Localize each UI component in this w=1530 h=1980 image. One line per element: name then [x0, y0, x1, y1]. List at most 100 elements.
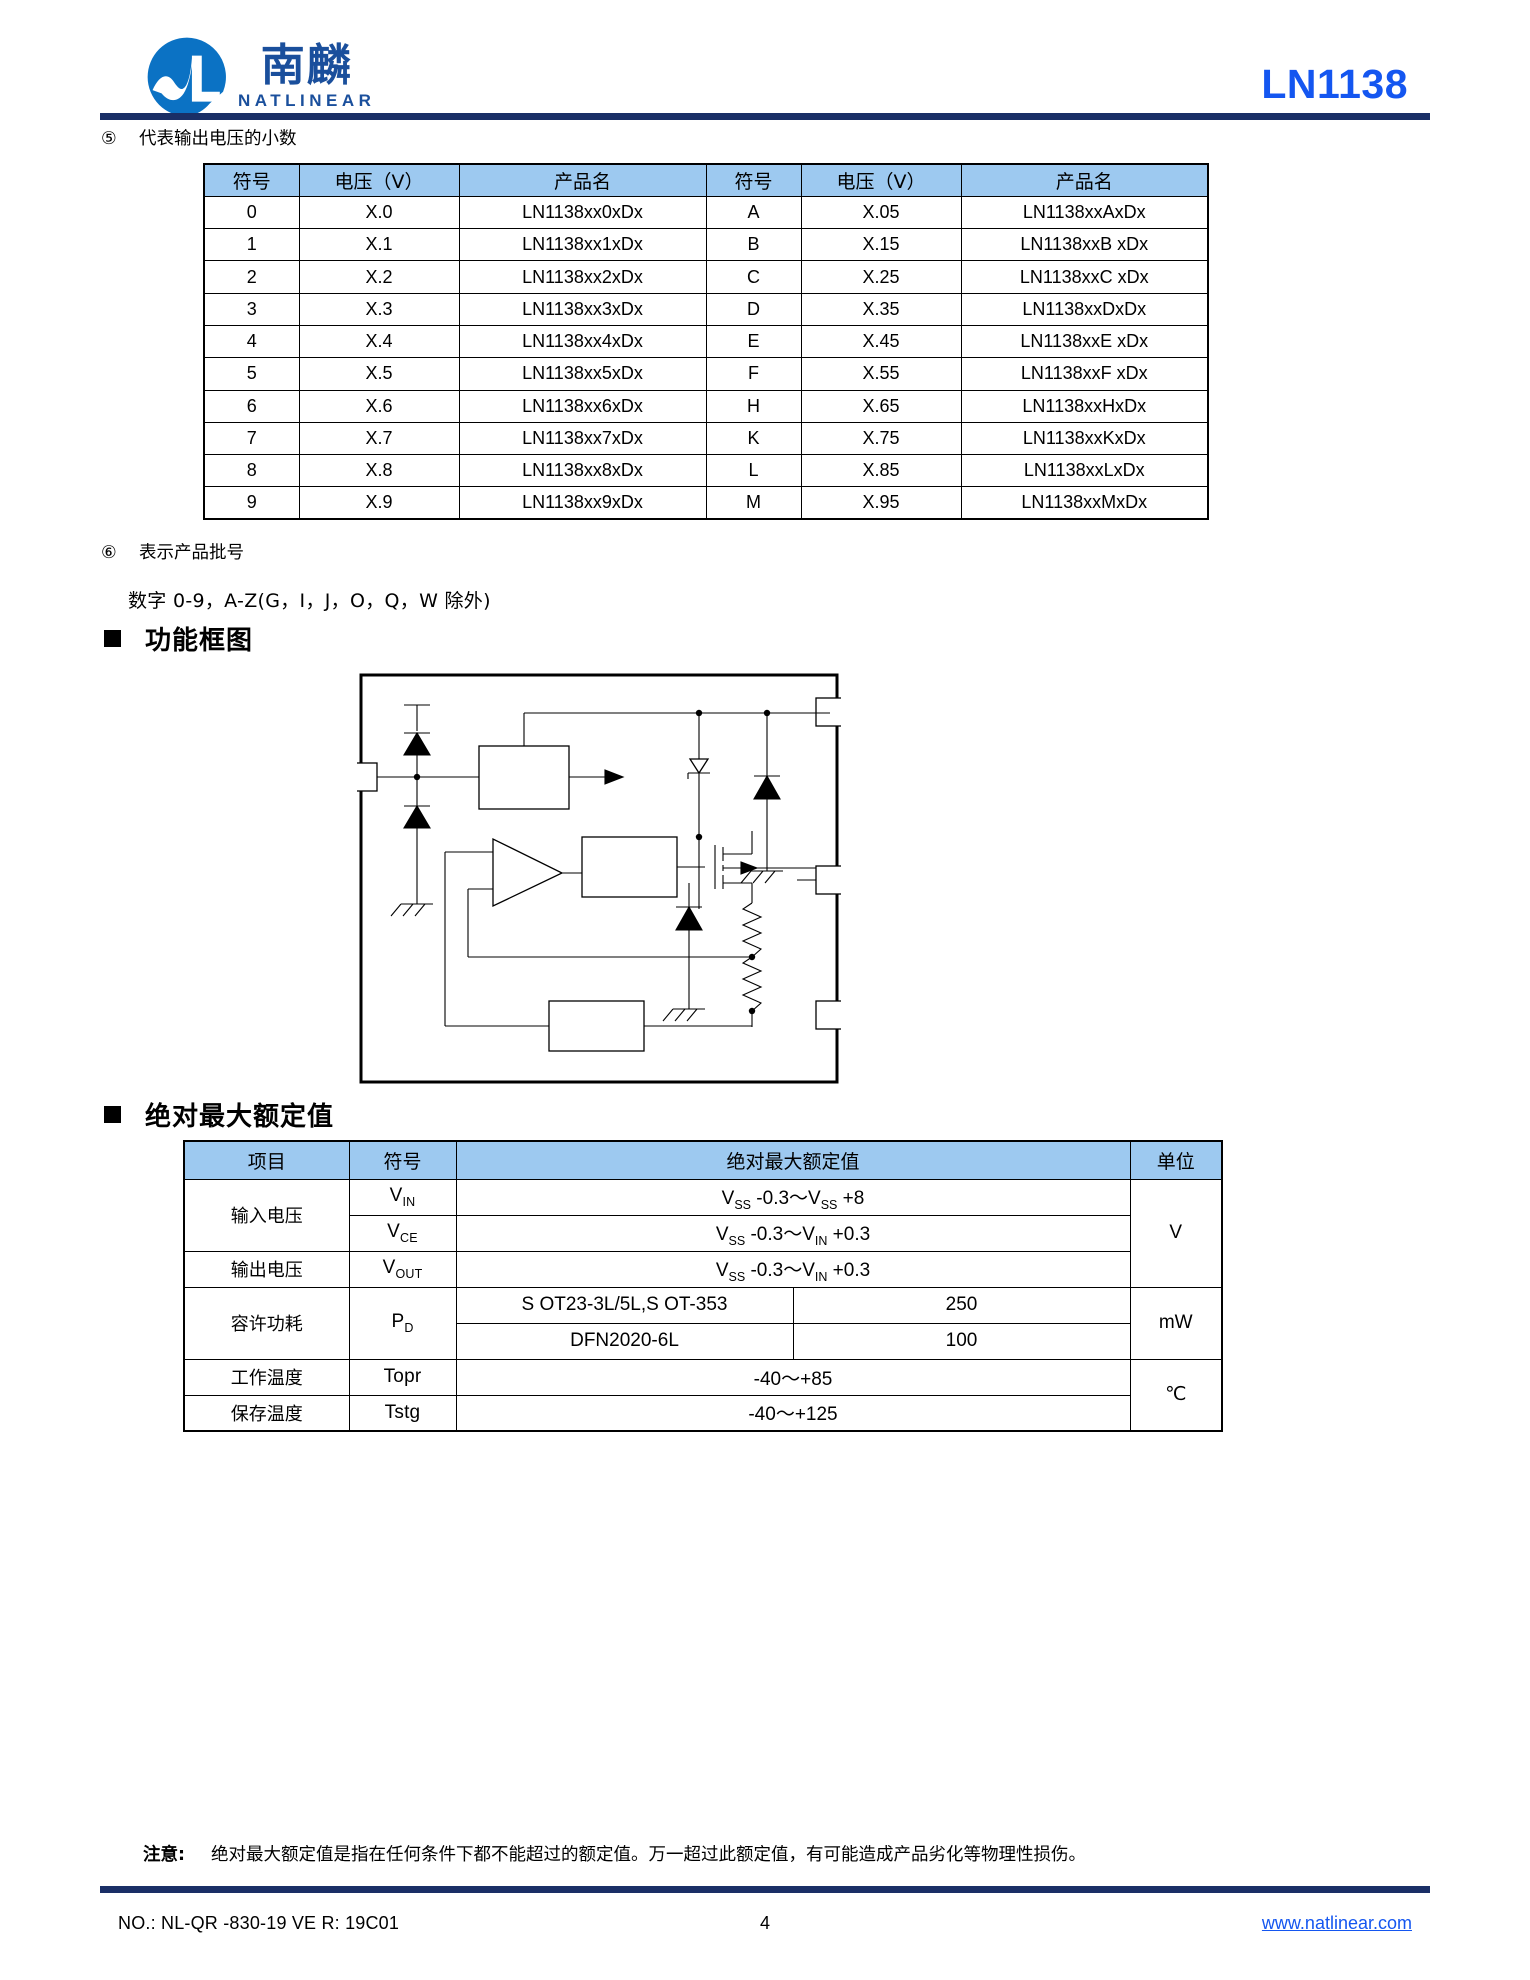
cell-symbol-right: L — [705, 454, 802, 488]
column-header-product-right: 产品名 — [960, 163, 1209, 197]
column-header-voltage-right: 电压（V） — [800, 163, 962, 197]
cell-unit-volt: V — [1129, 1178, 1223, 1288]
cell-product-left: LN1138xx4xDx — [458, 324, 707, 359]
cell-product-left: LN1138xx3xDx — [458, 292, 707, 326]
column-header-symbol-left: 符号 — [203, 163, 300, 197]
table-header-row: 符号 电压（V） 产品名 符号 电压（V） 产品名 — [203, 163, 1209, 197]
note-label: 注意: — [143, 1845, 185, 1865]
cell-voltage-left: X.1 — [298, 228, 460, 262]
item-5-text: 代表输出电压的小数 — [139, 129, 297, 149]
square-bullet-icon-2 — [104, 1106, 121, 1123]
cell-product-left: LN1138xx8xDx — [458, 454, 707, 488]
cell-symbol-right: E — [705, 324, 802, 359]
cell-voltage-left: X.6 — [298, 389, 460, 423]
cell-product-left: LN1138xx5xDx — [458, 357, 707, 391]
cell-symbol-right: H — [705, 389, 802, 423]
cell-product-right: LN1138xxHxDx — [960, 389, 1209, 423]
note-row: 注意: 绝对最大额定值是指在任何条件下都不能超过的额定值。万一超过此额定值，有可能… — [143, 1841, 1086, 1866]
cell-value-vout: VSS -0.3～VIN +0.3 — [455, 1250, 1131, 1288]
square-bullet-icon — [104, 630, 121, 647]
cell-symbol-left: 5 — [203, 357, 300, 391]
section-heading-abs-max: 绝对最大额定值 — [104, 1096, 334, 1133]
cell-voltage-right: X.45 — [800, 324, 962, 359]
cell-value-pkg-sot: S OT23-3L/5L,S OT-353 — [455, 1286, 794, 1324]
cell-value-vin: VSS -0.3～VSS +8 — [455, 1178, 1131, 1216]
cell-symbol-right: D — [705, 292, 802, 326]
table-row: 工作温度 Topr -40～+85 ℃ — [183, 1358, 1223, 1432]
section-heading-block-diagram: 功能框图 — [104, 620, 253, 657]
cell-symbol-right: M — [705, 486, 802, 520]
cell-symbol-left: 8 — [203, 454, 300, 488]
item-6-marker: ⑥ — [101, 543, 117, 563]
cell-symbol-right: F — [705, 357, 802, 391]
cell-item-output-voltage: 输出电压 — [183, 1250, 350, 1288]
cell-value-pd-sot: 250 — [792, 1286, 1131, 1324]
table-row: 容许功耗 PD S OT23-3L/5L,S OT-353 250 mW — [183, 1286, 1223, 1360]
cell-unit-celsius: ℃ — [1129, 1358, 1223, 1432]
cell-product-left: LN1138xx2xDx — [458, 260, 707, 294]
cell-product-left: LN1138xx1xDx — [458, 228, 707, 262]
table-row: 输入电压 VIN VSS -0.3～VSS +8 V — [183, 1178, 1223, 1288]
cell-product-left: LN1138xx6xDx — [458, 389, 707, 423]
cell-value-tstg: -40～+125 — [455, 1394, 1131, 1432]
logo-chinese-name: 南麟 — [260, 39, 353, 91]
cell-product-left: LN1138xx7xDx — [458, 421, 707, 456]
footer-divider — [100, 1886, 1430, 1893]
cell-symbol-left: 0 — [203, 195, 300, 230]
cell-value-vce: VSS -0.3～VIN +0.3 — [455, 1214, 1131, 1252]
cell-voltage-right: X.05 — [800, 195, 962, 230]
cell-symbol-left: 2 — [203, 260, 300, 294]
item-6-heading: ⑥ 表示产品批号 — [101, 539, 244, 564]
column-header-item: 项目 — [183, 1140, 350, 1180]
functional-block-diagram — [357, 673, 841, 1084]
table-row: 输出电压 VOUT VSS -0.3～VIN +0.3 — [183, 1250, 1222, 1288]
footer-website-link[interactable]: www.natlinear.com — [1261, 1913, 1412, 1933]
logo-english-name: NATLINEAR — [238, 91, 376, 111]
cell-voltage-left: X.0 — [298, 195, 460, 230]
wave-logo-icon — [147, 37, 226, 117]
cell-symbol-vout: VOUT — [348, 1250, 457, 1288]
cell-voltage-left: X.7 — [298, 421, 460, 456]
note-text: 绝对最大额定值是指在任何条件下都不能超过的额定值。万一超过此额定值，有可能造成产… — [211, 1845, 1086, 1865]
column-header-symbol-right: 符号 — [705, 163, 802, 197]
absolute-maximum-ratings-table: 项目 符号 绝对最大额定值 单位 输入电压 VIN VSS -0.3～VSS +… — [183, 1140, 1223, 1432]
cell-symbol-right: C — [705, 260, 802, 294]
cell-voltage-right: X.65 — [800, 389, 962, 423]
cell-product-right: LN1138xxE xDx — [960, 324, 1209, 359]
cell-voltage-left: X.5 — [298, 357, 460, 391]
cell-voltage-right: X.35 — [800, 292, 962, 326]
cell-symbol-vce: VCE — [348, 1214, 457, 1252]
cell-symbol-left: 9 — [203, 486, 300, 520]
cell-voltage-left: X.4 — [298, 324, 460, 359]
item-6-text: 表示产品批号 — [139, 543, 244, 563]
cell-value-pkg-dfn: DFN2020-6L — [455, 1322, 794, 1360]
cell-item-operating-temp: 工作温度 — [183, 1358, 350, 1396]
item-6-detail-text: 数字 0-9，A-Z(G，I，J，O，Q，W 除外) — [128, 590, 491, 612]
column-header-rating: 绝对最大额定值 — [455, 1140, 1131, 1180]
cell-unit-mw: mW — [1129, 1286, 1223, 1360]
cell-voltage-right: X.75 — [800, 421, 962, 456]
cell-symbol-tstg: Tstg — [348, 1394, 457, 1432]
column-header-voltage-left: 电压（V） — [298, 163, 460, 197]
page-header: 南麟 NATLINEAR LN1138 — [0, 0, 1530, 128]
cell-voltage-left: X.3 — [298, 292, 460, 326]
cell-product-left: LN1138xx9xDx — [458, 486, 707, 520]
cell-value-topr: -40～+85 — [455, 1358, 1131, 1396]
cell-symbol-right: K — [705, 421, 802, 456]
cell-voltage-right: X.85 — [800, 454, 962, 488]
cell-product-right: LN1138xxC xDx — [960, 260, 1209, 294]
cell-product-right: LN1138xxDxDx — [960, 292, 1209, 326]
cell-voltage-left: X.9 — [298, 486, 460, 520]
cell-voltage-left: X.2 — [298, 260, 460, 294]
cell-voltage-right: X.15 — [800, 228, 962, 262]
